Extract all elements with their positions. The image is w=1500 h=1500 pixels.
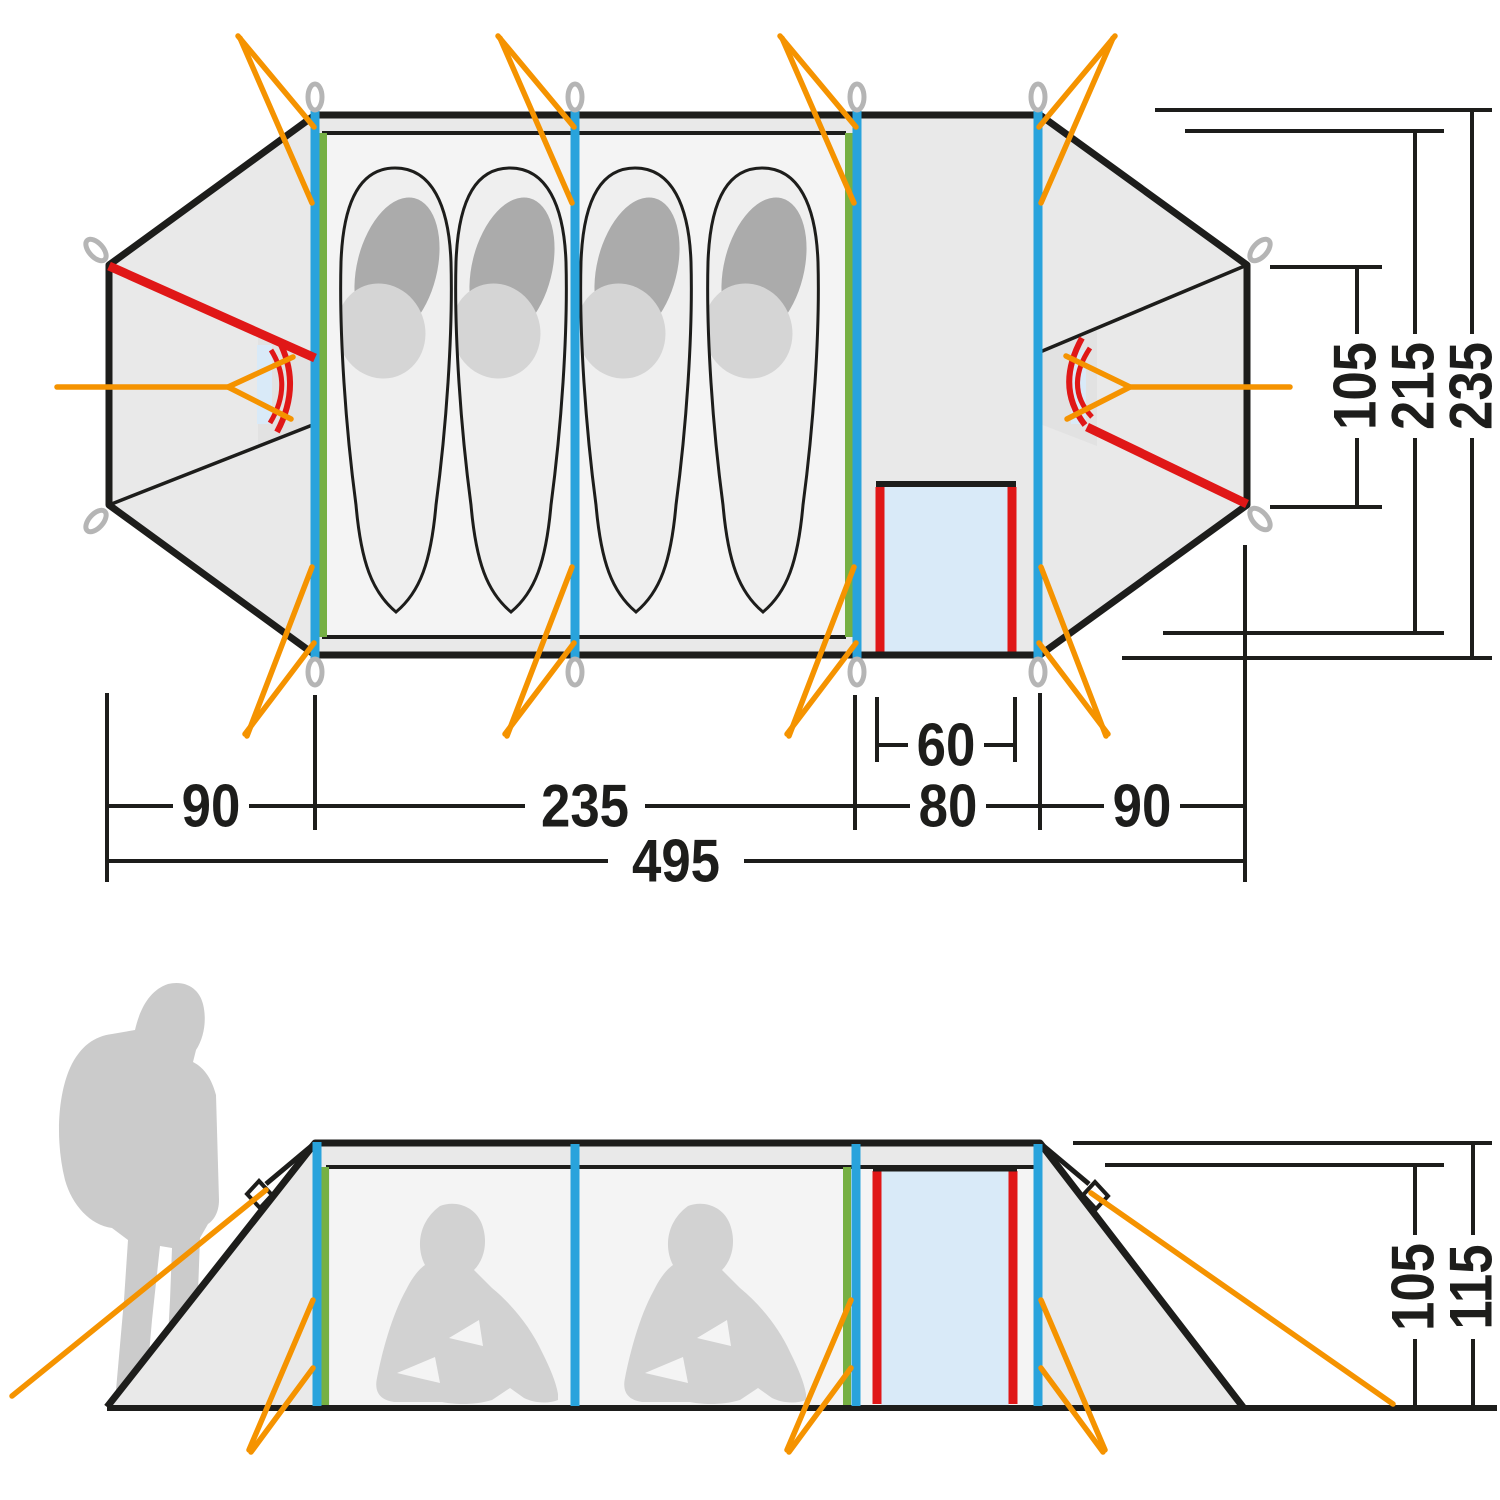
dim-label-90-right: 90 [1113, 773, 1172, 840]
left-door-arc-outer [274, 339, 293, 434]
dim-label-80: 80 [919, 773, 978, 840]
dim-label-105: 105 [1322, 342, 1389, 430]
porch-door-top [875, 481, 1017, 657]
door-panel [884, 487, 1008, 655]
side-dimension-labels: 105 115 [1380, 1243, 1500, 1331]
dim-label-105-side: 105 [1380, 1243, 1447, 1331]
right-door-arc-outer [1066, 336, 1088, 427]
floor-plan: 90 235 80 90 60 495 105 215 235 [54, 33, 1500, 894]
right-vestibule-seam [1039, 263, 1248, 354]
floor-dimensions [105, 108, 1492, 882]
side-door-panel [881, 1171, 1009, 1405]
guy-lines [54, 33, 1293, 739]
tent-profile-outline [104, 1139, 1246, 1410]
hiker-silhouette [58, 982, 219, 1392]
side-guy-lines [9, 1187, 1396, 1455]
left-cap-seam [264, 1141, 317, 1186]
dim-label-115-side: 115 [1438, 1244, 1500, 1329]
sleeping-bags [339, 166, 820, 614]
dim-label-235-right: 235 [1438, 342, 1500, 430]
floor-dimension-labels: 90 235 80 90 60 495 105 215 235 [182, 342, 1500, 894]
porch-door-side [872, 1166, 1018, 1405]
left-door-arc-inner [267, 348, 285, 425]
dim-label-90-left: 90 [182, 773, 241, 840]
right-cap-seam [1038, 1141, 1091, 1186]
right-door-zip [1085, 422, 1249, 509]
dim-label-235-bottom: 235 [541, 773, 629, 840]
dim-label-60: 60 [917, 712, 976, 779]
side-view: 105 115 [9, 982, 1500, 1455]
dim-label-215: 215 [1380, 342, 1447, 430]
left-inner-door-mesh [257, 345, 272, 424]
side-dimensions [1073, 1141, 1492, 1405]
stake-loops [83, 81, 1273, 688]
dim-label-495: 495 [632, 828, 720, 895]
left-vestibule-seam [108, 422, 316, 507]
